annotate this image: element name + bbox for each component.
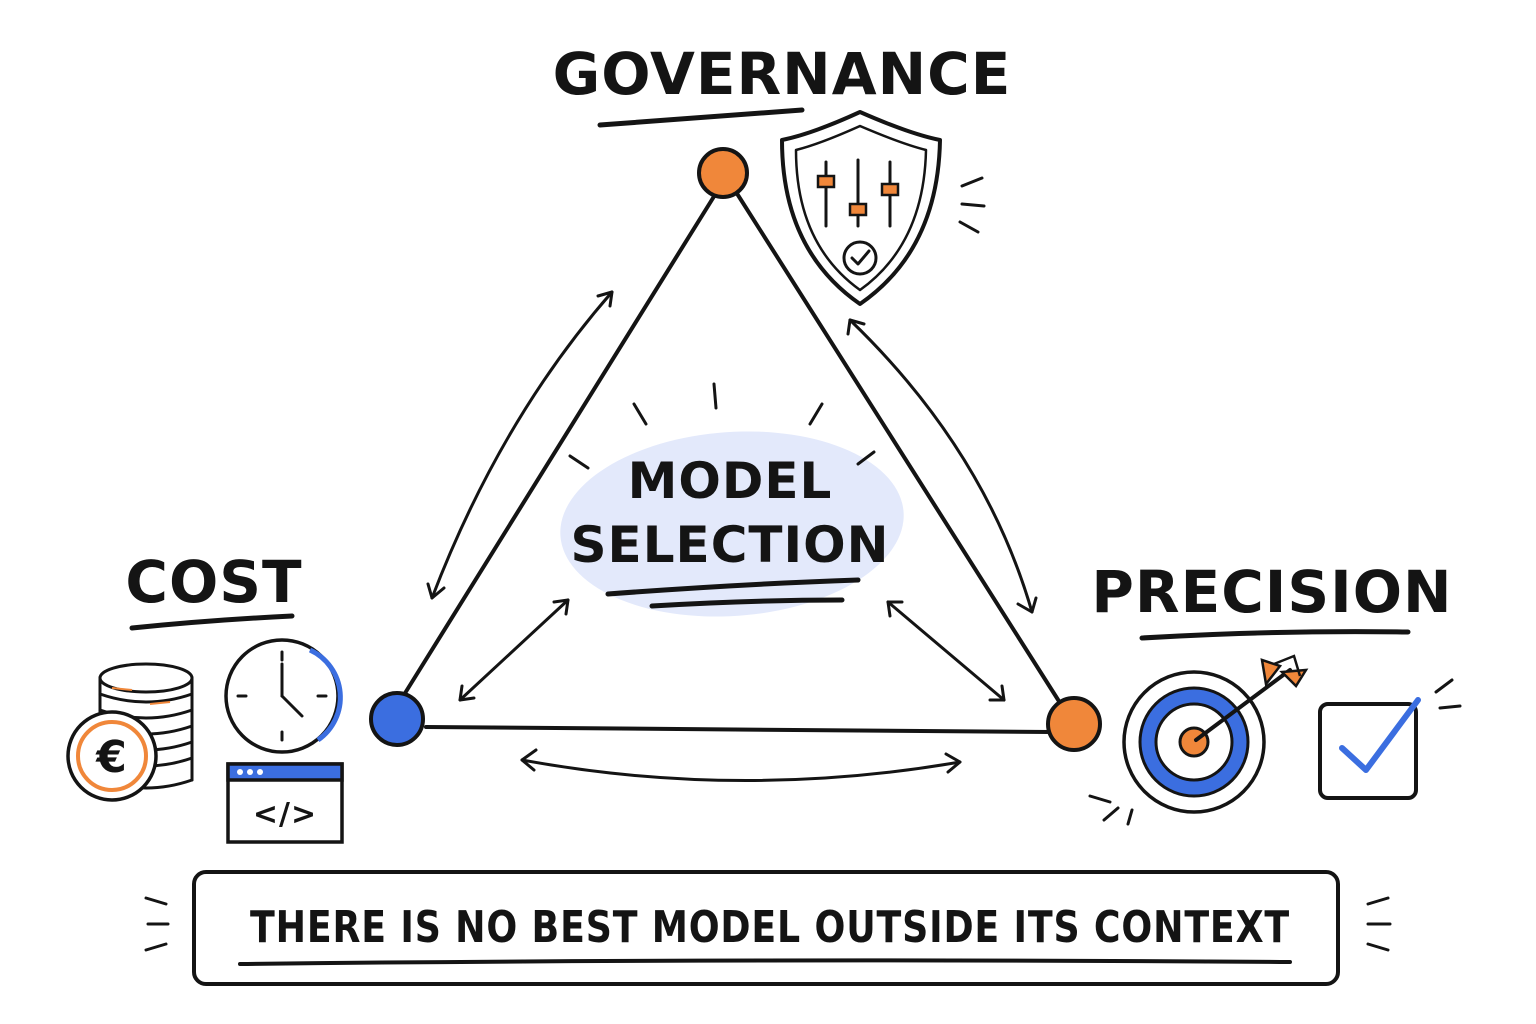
double-arrow-center-precision [886, 600, 1006, 702]
edge-governance-cost [400, 188, 720, 700]
double-arrow-left-edge [430, 290, 614, 600]
clock-icon [224, 638, 343, 754]
code-symbol: </> [253, 797, 317, 832]
center-blob [560, 431, 904, 617]
node-governance [697, 147, 749, 199]
target-icon [1122, 654, 1309, 814]
center-underline-2 [649, 597, 845, 609]
footer-text: THERE IS NO BEST MODEL OUTSIDE ITS CONTE… [250, 902, 1290, 953]
precision-underline [1139, 629, 1411, 641]
double-arrow-right-edge [848, 318, 1034, 614]
checkbox-icon [1318, 697, 1421, 800]
code-window-icon: </> [226, 762, 344, 844]
arrow-icon [1194, 654, 1309, 742]
edge-cost-precision [424, 725, 1052, 734]
checkbox-emphasis-marks [1434, 678, 1462, 710]
footer-banner [192, 870, 1340, 986]
cost-underline [129, 613, 295, 631]
cost-label: COST [125, 548, 302, 616]
euro-coin-icon: € [66, 710, 158, 802]
target-emphasis-marks [1088, 794, 1134, 826]
shield-sliders-icon [780, 110, 942, 306]
double-arrow-center-cost [458, 598, 570, 702]
center-label-line2: SELECTION [571, 516, 890, 574]
center-underline-1 [605, 577, 861, 597]
euro-symbol: € [95, 732, 128, 783]
triangle [400, 188, 1064, 734]
center-highlight [560, 382, 904, 617]
center-label-line1: MODEL [628, 452, 833, 510]
double-arrow-bottom-edge [520, 758, 962, 782]
check-icon [842, 240, 878, 276]
governance-label: GOVERNANCE [553, 40, 1012, 108]
node-precision [1046, 696, 1102, 752]
double-arrows [426, 290, 1038, 782]
edge-governance-precision [734, 190, 1064, 708]
shield-emphasis-marks [958, 176, 986, 234]
governance-underline [597, 107, 805, 128]
sparkle-rays [568, 382, 876, 470]
footer-emphasis-marks [144, 896, 1392, 952]
footer-underline [238, 958, 1292, 966]
precision-label: PRECISION [1091, 558, 1452, 626]
node-cost [369, 691, 425, 747]
